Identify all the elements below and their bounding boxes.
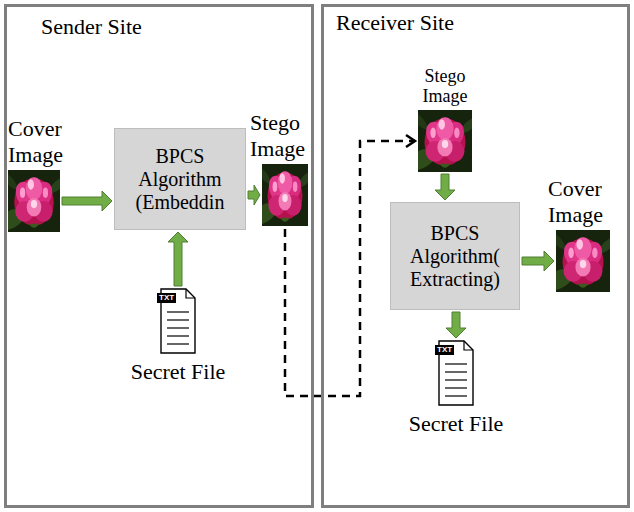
image-label: Stego Image bbox=[250, 110, 310, 161]
document-line bbox=[167, 335, 189, 336]
document-fold bbox=[464, 341, 473, 350]
document-line bbox=[445, 387, 467, 388]
document-line bbox=[167, 327, 189, 328]
document-fold bbox=[186, 289, 195, 298]
flow-arrow bbox=[435, 174, 455, 200]
flow-arrow bbox=[248, 185, 260, 205]
process-box: BPCS Algorithm( Extracting) bbox=[390, 202, 520, 310]
arrow-head bbox=[406, 135, 415, 147]
flower-image-use bbox=[8, 170, 60, 232]
process-label: BPCS Algorithm (Embeddin bbox=[119, 145, 241, 214]
text-file-icon: TXTSecret File bbox=[438, 340, 474, 406]
flow-arrow bbox=[522, 251, 554, 271]
flow-arrow bbox=[168, 232, 188, 286]
image-label: Cover Image bbox=[548, 176, 614, 227]
process-label: BPCS Algorithm( Extracting) bbox=[395, 222, 515, 291]
flower-image bbox=[556, 230, 610, 292]
flow-arrow bbox=[446, 312, 466, 338]
image-label: Cover Image bbox=[8, 116, 74, 167]
file-label: Secret File bbox=[131, 360, 226, 384]
file-type-tag: TXT bbox=[435, 345, 454, 355]
block-arrow bbox=[62, 191, 112, 211]
document-line bbox=[167, 343, 189, 344]
flow-arrow bbox=[62, 191, 112, 211]
file-label: Secret File bbox=[409, 412, 504, 436]
flower-image bbox=[418, 110, 472, 172]
document-line bbox=[167, 319, 189, 320]
flower-image bbox=[8, 170, 60, 232]
image-thumbnail: Stego Image bbox=[418, 110, 472, 172]
block-arrow bbox=[168, 232, 188, 286]
document-line bbox=[445, 371, 467, 372]
text-file-icon: TXTSecret File bbox=[160, 288, 196, 354]
block-arrow bbox=[446, 312, 466, 338]
image-label: Stego Image bbox=[415, 66, 475, 107]
flower-image-use bbox=[556, 230, 610, 292]
flower-image-use bbox=[418, 110, 472, 172]
document-line bbox=[445, 363, 467, 364]
site-title: Sender Site bbox=[41, 15, 142, 39]
document-line bbox=[445, 395, 467, 396]
process-box: BPCS Algorithm (Embeddin bbox=[114, 128, 246, 230]
site-panel: Receiver SiteStego ImageBPCS Algorithm( … bbox=[321, 4, 630, 508]
image-thumbnail: Cover Image bbox=[556, 230, 610, 292]
flower-image bbox=[262, 164, 308, 226]
document-line bbox=[167, 311, 189, 312]
block-arrow bbox=[435, 174, 455, 200]
flower-image-use bbox=[262, 164, 308, 226]
block-arrow bbox=[522, 251, 554, 271]
block-arrow bbox=[248, 185, 260, 205]
site-panel: Sender SiteCover ImageBPCS Algorithm (Em… bbox=[4, 4, 314, 508]
document-line bbox=[445, 379, 467, 380]
site-title: Receiver Site bbox=[336, 11, 454, 35]
file-type-tag: TXT bbox=[157, 293, 176, 303]
image-thumbnail: Stego Image bbox=[262, 164, 308, 226]
image-thumbnail: Cover Image bbox=[8, 170, 60, 232]
